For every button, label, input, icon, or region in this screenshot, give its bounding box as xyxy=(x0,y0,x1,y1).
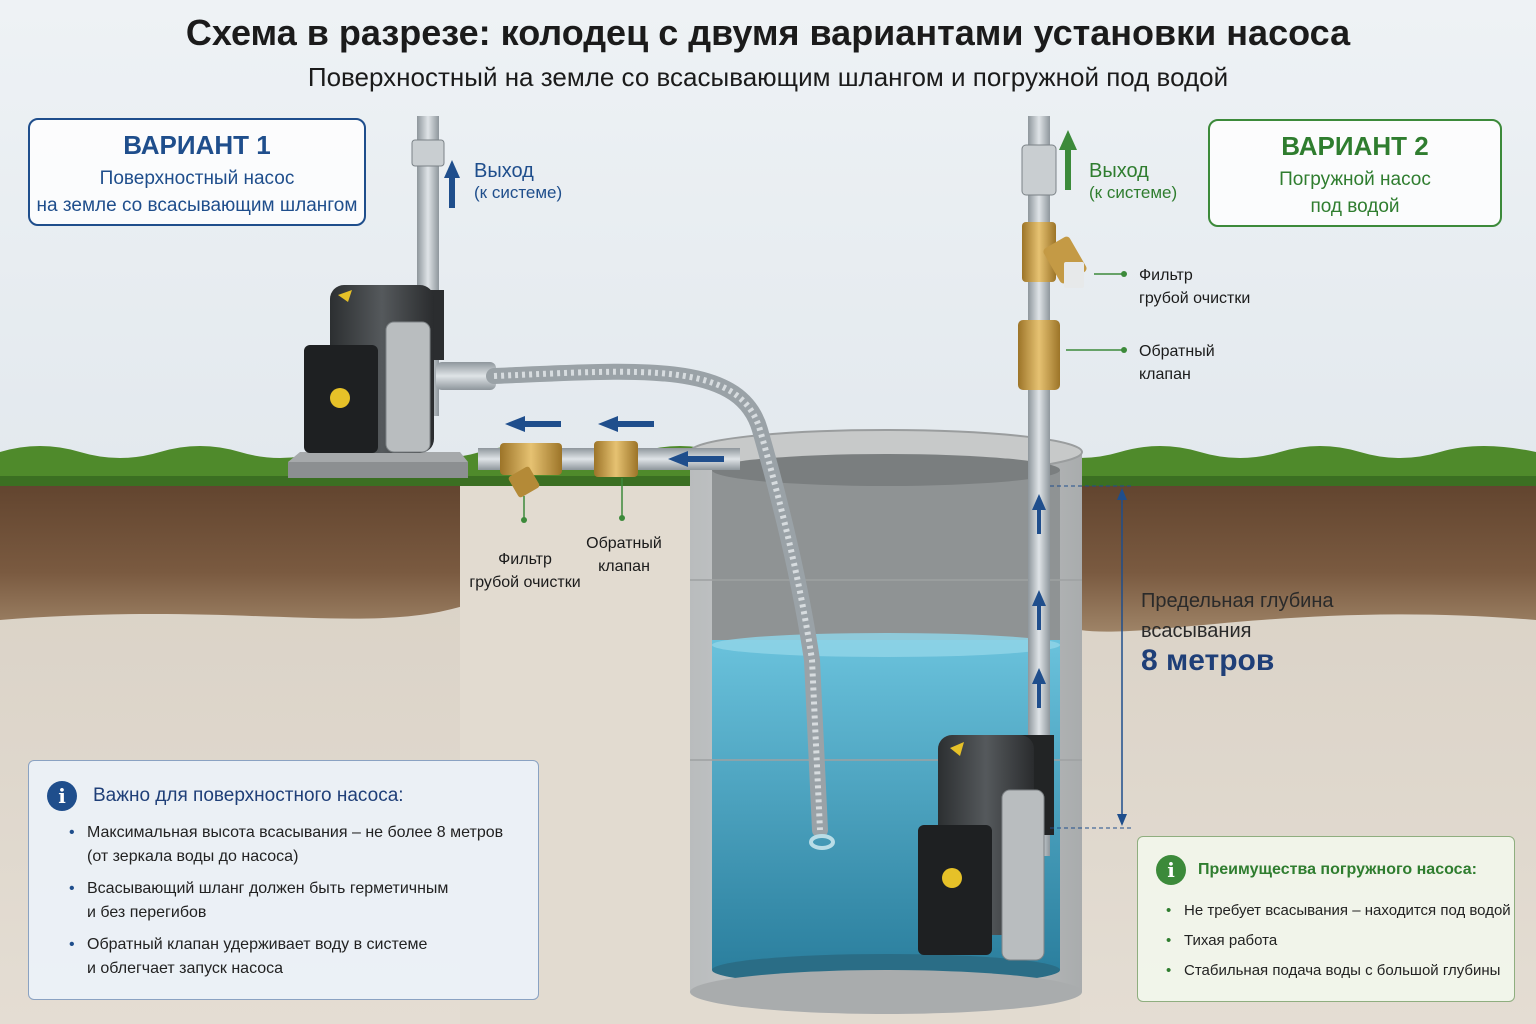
variant2-outlet-sub: (к системе) xyxy=(1089,183,1178,202)
arrow-up-icon xyxy=(1032,494,1046,708)
depth-value: 8 метров xyxy=(1141,644,1275,677)
variant2-heading: ВАРИАНТ 2 xyxy=(1281,131,1429,161)
list-item: Не требует всасывания – находится под во… xyxy=(1166,901,1512,921)
variant2-filter-line1: Фильтр xyxy=(1139,267,1193,284)
variant1-heading: ВАРИАНТ 1 xyxy=(123,130,271,160)
variant2-valve-line2: клапан xyxy=(1139,366,1191,383)
list-item-line: Обратный клапан удерживает воду в систем… xyxy=(87,936,428,953)
variant1-filter-line1: Фильтр xyxy=(498,551,552,568)
variant2-outlet-label: Выход (к системе) xyxy=(1089,160,1177,204)
list-item-line: Всасывающий шланг должен быть герметичны… xyxy=(87,880,449,897)
variant2-filter-line2: грубой очистки xyxy=(1139,290,1251,307)
variant2-outlet-main: Выход xyxy=(1089,160,1149,182)
arrow-icon xyxy=(505,416,724,467)
info-circle-icon: i xyxy=(1156,855,1186,885)
variant1-outlet-main: Выход xyxy=(474,160,534,182)
list-item: Обратный клапан удерживает воду в систем… xyxy=(69,933,529,981)
list-item: Стабильная подача воды с большой глубины xyxy=(1166,961,1512,981)
variant1-outlet-sub: (к системе) xyxy=(474,183,563,202)
list-item-line: и без перегибов xyxy=(87,904,207,921)
variant1-box: ВАРИАНТ 1 Поверхностный насос на земле с… xyxy=(28,118,366,226)
variant1-filter-line2: грубой очистки xyxy=(469,574,581,591)
submersible-info-title: Преимущества погружного насоса: xyxy=(1198,861,1477,878)
list-item-line: и облегчает запуск насоса xyxy=(87,960,284,977)
variant1-outlet-label: Выход (к системе) xyxy=(474,160,562,204)
arrow-up-icon xyxy=(1059,130,1077,190)
info-circle-icon: i xyxy=(47,781,77,811)
variant1-desc-line1: Поверхностный насос xyxy=(99,168,295,189)
list-item: Максимальная высота всасывания – не боле… xyxy=(69,821,529,869)
submersible-pump-info-panel: i Преимущества погружного насоса: Не тре… xyxy=(1137,836,1515,1002)
variant2-desc-line2: под водой xyxy=(1310,196,1400,217)
list-item-line: Максимальная высота всасывания – не боле… xyxy=(87,824,504,841)
variant1-valve-label: Обратный клапан xyxy=(574,532,674,578)
variant2-valve-line1: Обратный xyxy=(1139,343,1215,360)
list-item: Тихая работа xyxy=(1166,931,1512,951)
page-subtitle: Поверхностный на земле со всасывающим шл… xyxy=(307,62,1229,92)
page-title: Схема в разрезе: колодец с двумя вариант… xyxy=(185,12,1351,53)
depth-label-line2: всасывания xyxy=(1141,620,1252,642)
list-item: Всасывающий шланг должен быть герметичны… xyxy=(69,877,529,925)
submersible-info-list: Не требует всасывания – находится под во… xyxy=(1166,901,1512,991)
variant1-filter-label: Фильтр грубой очистки xyxy=(460,548,590,594)
depth-label-line1: Предельная глубина xyxy=(1141,590,1334,612)
variant2-filter-label: Фильтр грубой очистки xyxy=(1139,264,1250,310)
surface-info-title: Важно для поверхностного насоса: xyxy=(93,785,404,806)
variant1-desc-line2: на земле со всасывающим шлангом xyxy=(36,195,358,216)
depth-label: Предельная глубина всасывания xyxy=(1141,586,1334,646)
variant1-valve-line2: клапан xyxy=(598,558,650,575)
variant2-valve-label: Обратный клапан xyxy=(1139,340,1215,386)
variant1-valve-line1: Обратный xyxy=(586,535,662,552)
variant2-box: ВАРИАНТ 2 Погружной насос под водой xyxy=(1208,119,1502,227)
surface-pump-info-panel: i Важно для поверхностного насоса: Макси… xyxy=(28,760,539,1000)
arrow-up-icon xyxy=(444,160,460,208)
surface-info-list: Максимальная высота всасывания – не боле… xyxy=(69,821,529,989)
list-item-line: (от зеркала воды до насоса) xyxy=(87,848,299,865)
depth-dimension xyxy=(1050,485,1134,829)
variant2-desc-line1: Погружной насос xyxy=(1279,169,1431,190)
